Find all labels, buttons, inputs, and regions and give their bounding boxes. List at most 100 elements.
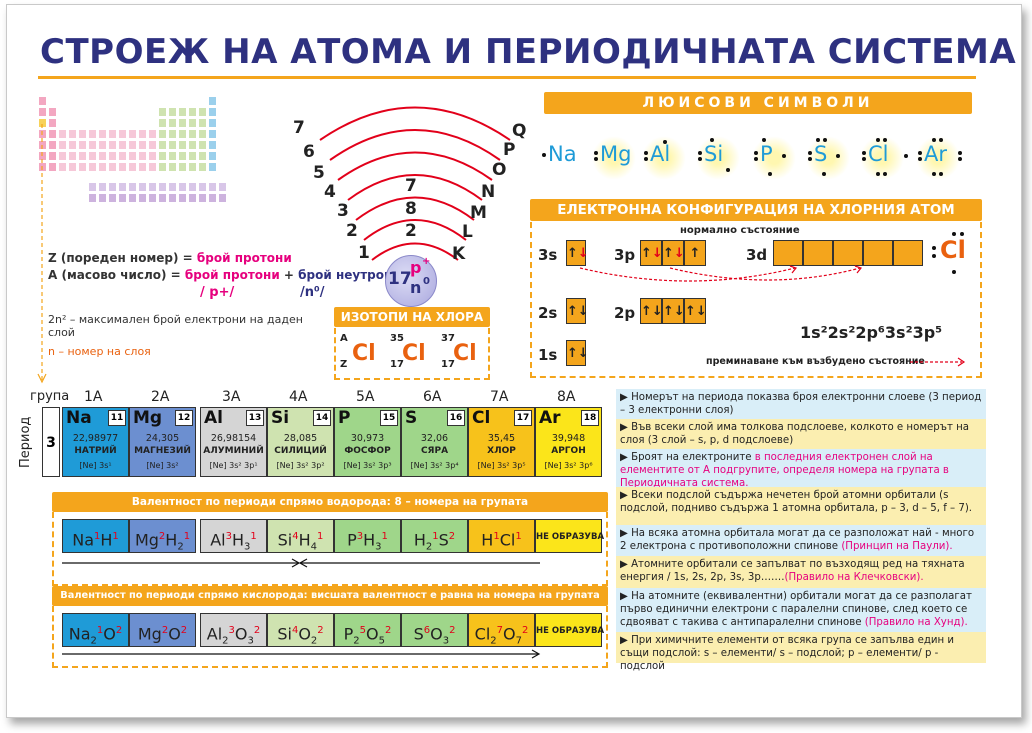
valence-oxygen-heading: Валентност по периоди спрямо кислорода: … — [52, 586, 608, 606]
mini-pt-cell — [118, 162, 127, 172]
electron-dot — [768, 172, 772, 176]
lewis-symbol-text: Cl — [868, 142, 889, 166]
mini-pt-cell — [108, 162, 117, 172]
glow-highlight — [752, 136, 796, 180]
mini-pt-cell — [208, 151, 217, 161]
compound-so3: S6O32 — [401, 613, 468, 647]
atomic-mass: 22,98977 — [72, 433, 119, 444]
shell-number-2: 2 — [346, 221, 358, 241]
atomic-number: 17 — [514, 410, 532, 426]
mini-pt-cell — [108, 182, 117, 192]
compound-none-o: НЕ ОБРАЗУВА — [535, 613, 604, 647]
mini-pt-cell — [98, 151, 107, 161]
orbital-3d-3 — [833, 240, 863, 266]
orbital-3p-2: ↑↓ — [662, 240, 685, 266]
mini-pt-cell — [198, 182, 207, 192]
note-item: ▶ Броят на електроните в последния елект… — [616, 449, 986, 489]
mini-pt-cell — [208, 129, 217, 139]
page-title: СТРОЕЖ НА АТОМА И ПЕРИОДИЧНАТА СИСТЕМА — [40, 32, 1017, 72]
mini-pt-cell — [78, 129, 87, 139]
atomic-number: 15 — [380, 410, 398, 426]
electron-dot — [939, 172, 943, 176]
electron-dot — [958, 151, 962, 155]
lewis-symbol-text: Si — [704, 142, 724, 166]
mini-pt-cell — [58, 151, 67, 161]
z-formula: Z (пореден номер) = брой протони — [48, 251, 292, 265]
isotope-number: Z — [340, 359, 348, 370]
lewis-symbol-text: Na — [548, 142, 577, 166]
electron-dot — [960, 232, 964, 236]
orbital-3d-1 — [773, 240, 803, 266]
electron-dot — [932, 172, 936, 176]
mini-pt-cell — [48, 151, 57, 161]
mini-pt-cell — [168, 118, 177, 128]
mini-pt-cell — [168, 193, 177, 203]
electron-dot — [822, 172, 826, 176]
lewis-heading: ЛЮИСОВИ СИМВОЛИ — [544, 92, 972, 114]
compound-mgh2: Mg2H21 — [129, 519, 196, 553]
atomic-number: 13 — [246, 410, 264, 426]
spin-up: ↑ — [641, 246, 652, 261]
element-configuration: [Ne] 3s² 3p¹ — [209, 461, 258, 470]
mini-pt-cell — [118, 151, 127, 161]
shell-letter-p: P — [503, 140, 516, 160]
orbital-3d-2 — [803, 240, 833, 266]
nucleus-n-charge: 0 — [423, 276, 430, 287]
mini-pt-cell — [118, 129, 127, 139]
atomic-mass: 30,973 — [350, 433, 385, 444]
mini-pt-cell — [138, 140, 147, 150]
group-label-1a: 1A — [84, 389, 103, 405]
glow-highlight — [916, 136, 960, 180]
atom-shells — [319, 106, 511, 261]
compound-cl2o7: Cl27O72 — [468, 613, 535, 647]
electron-dot — [883, 172, 887, 176]
electron-dot — [698, 157, 702, 161]
note-text: Броят на електроните — [631, 452, 755, 463]
valence-oxygen-arrow — [62, 649, 541, 659]
lewis-symbol-text: Ar — [924, 142, 947, 166]
element-symbol: P — [338, 408, 351, 428]
bullet-icon: ▶ — [620, 490, 632, 501]
mini-pt-cell — [48, 162, 57, 172]
mini-pt-cell — [188, 140, 197, 150]
atomic-number: 16 — [447, 410, 465, 426]
orbital-3d-4 — [863, 240, 893, 266]
atomic-mass: 35,45 — [487, 433, 516, 444]
element-name: СЯРА — [420, 446, 449, 456]
orbital-2s: ↑↓ — [566, 298, 589, 324]
mini-pt-cell — [208, 107, 217, 117]
element-name: ФОСФОР — [344, 446, 391, 456]
bullet-icon: ▶ — [620, 635, 632, 646]
element-name: ХЛОР — [487, 446, 516, 456]
mini-pt-cell — [158, 118, 167, 128]
mini-pt-cell — [188, 162, 197, 172]
element-name: СИЛИЦИЙ — [274, 446, 327, 456]
nucleus: 17 p + n 0 — [385, 255, 437, 307]
electron-count-k: 2 — [405, 221, 417, 241]
mini-pt-cell — [188, 118, 197, 128]
spin-up: ↑ — [663, 246, 674, 261]
rules-notes: ▶ Номерът на периода показва броя електр… — [616, 389, 986, 672]
excited-state-arrow — [910, 357, 966, 367]
a-formula: A (масово число) = брой протони + брой н… — [48, 268, 401, 282]
orbital-2p-1: ↑↓ — [640, 298, 663, 324]
note-text: На атомните (еквивалентни) орбитали мога… — [620, 591, 972, 628]
mini-pt-cell — [68, 162, 77, 172]
mini-pt-cell — [168, 182, 177, 192]
orbital-label-2s: 2s — [538, 304, 558, 322]
atomic-mass: 39,948 — [551, 433, 586, 444]
mini-pt-cell — [138, 162, 147, 172]
mini-pt-cell — [198, 140, 207, 150]
note-item: ▶ Номерът на периода показва броя електр… — [616, 389, 986, 419]
electron-dot — [816, 138, 820, 142]
mini-pt-cell — [58, 140, 67, 150]
spin-down: ↓ — [651, 246, 663, 261]
spin-pair: ↑↓ — [663, 304, 685, 319]
element-name: НАТРИЙ — [74, 446, 117, 456]
isotope-mass: A — [340, 333, 348, 344]
mini-pt-cell — [128, 162, 137, 172]
electron-dot — [952, 270, 956, 274]
electron-dot — [808, 157, 812, 161]
shell-number-5: 5 — [313, 163, 325, 183]
